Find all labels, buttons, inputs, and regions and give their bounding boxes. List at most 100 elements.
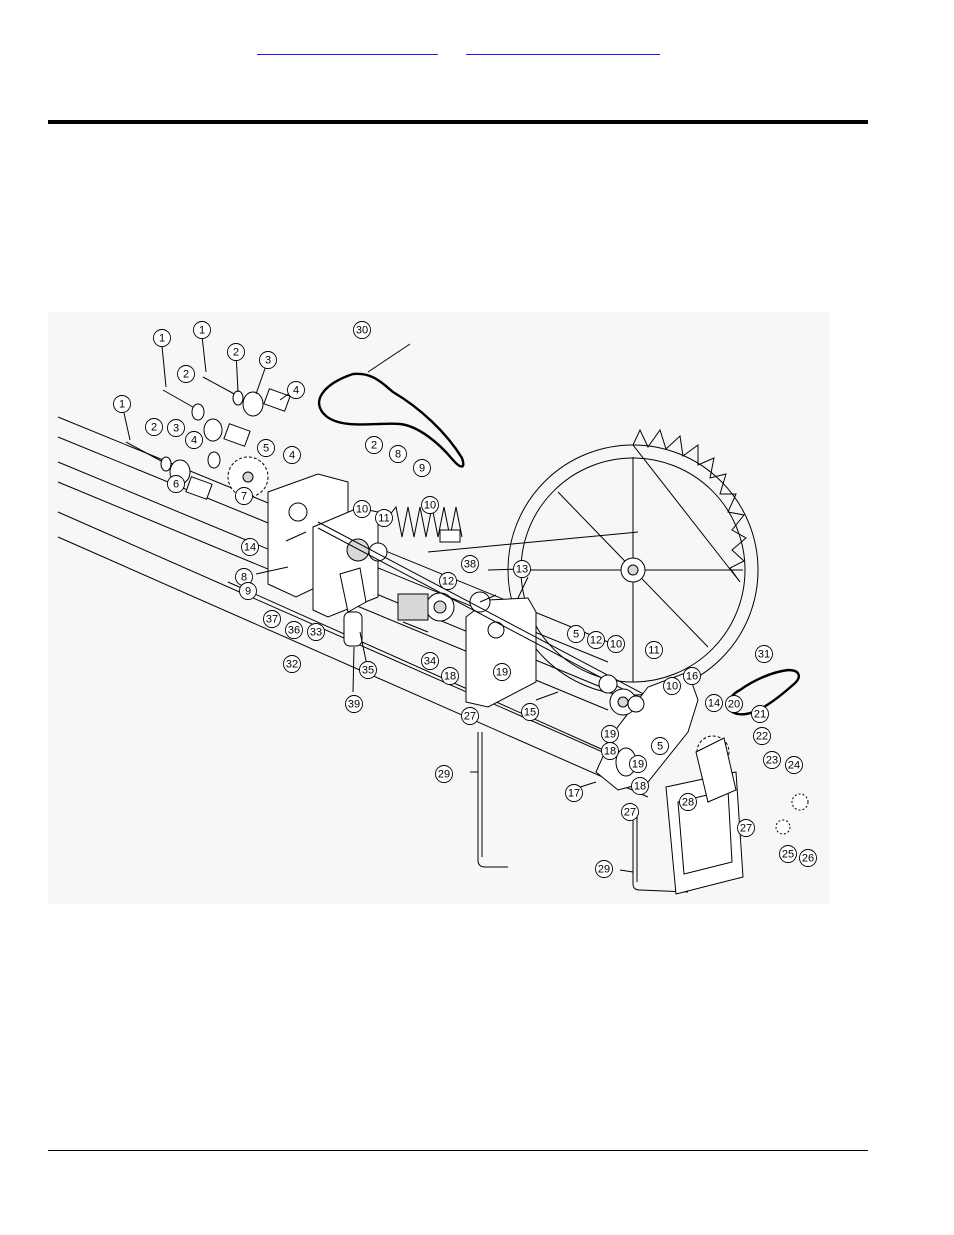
callout-label: 5 [573, 629, 579, 641]
callout-label: 2 [183, 369, 189, 381]
callout-11: 11 [375, 509, 393, 527]
header-link-1[interactable] [257, 40, 438, 55]
callout-37: 37 [263, 610, 281, 628]
callout-label: 10 [356, 504, 368, 516]
callout-28: 28 [679, 793, 697, 811]
callout-label: 29 [598, 864, 610, 876]
callout-34: 34 [421, 652, 439, 670]
callout-label: 1 [159, 333, 165, 345]
callout-29: 29 [595, 860, 613, 878]
callout-38: 38 [461, 555, 479, 573]
callout-label: 5 [263, 443, 269, 455]
callout-4: 4 [185, 431, 203, 449]
callout-label: 27 [464, 711, 476, 723]
callout-4: 4 [283, 446, 301, 464]
callout-label: 17 [568, 788, 580, 800]
callout-label: 30 [356, 325, 368, 337]
callout-2: 2 [365, 436, 383, 454]
callout-1: 1 [153, 329, 171, 347]
left-hardware [125, 376, 291, 500]
callout-label: 14 [244, 542, 256, 554]
callout-39: 39 [345, 695, 363, 713]
callout-label: 10 [666, 681, 678, 693]
star-wheel [507, 428, 759, 696]
callout-label: 4 [293, 385, 299, 397]
callout-20: 20 [725, 695, 743, 713]
callout-label: 35 [362, 665, 374, 677]
callout-label: 3 [173, 423, 179, 435]
footer-rule [48, 1150, 868, 1151]
callout-2: 2 [145, 418, 163, 436]
callout-24: 24 [785, 756, 803, 774]
callout-label: 12 [590, 635, 602, 647]
mount-bracket [665, 737, 744, 895]
callout-29: 29 [435, 765, 453, 783]
callout-label: 18 [444, 671, 456, 683]
center-bearing-plate [425, 591, 537, 708]
callout-14: 14 [241, 538, 259, 556]
callout-6: 6 [167, 475, 185, 493]
callout-10: 10 [421, 496, 439, 514]
callout-label: 12 [442, 576, 454, 588]
callout-11: 11 [645, 641, 663, 659]
callout-label: 3 [265, 355, 271, 367]
drive-chain-30 [318, 372, 465, 468]
callout-label: 5 [657, 741, 663, 753]
callout-15: 15 [521, 703, 539, 721]
callout-label: 16 [686, 671, 698, 683]
callout-label: 33 [310, 627, 322, 639]
callout-10: 10 [607, 635, 625, 653]
callout-label: 15 [524, 707, 536, 719]
callout-16: 16 [683, 667, 701, 685]
callout-label: 9 [245, 586, 251, 598]
callout-label: 11 [648, 645, 659, 657]
callout-1: 1 [193, 321, 211, 339]
callout-label: 23 [766, 755, 778, 767]
callout-19: 19 [493, 663, 511, 681]
callout-31: 31 [755, 645, 773, 663]
callout-label: 2 [233, 347, 239, 359]
callout-9: 9 [239, 582, 257, 600]
callout-label: 4 [289, 450, 295, 462]
callout-label: 27 [740, 823, 752, 835]
callout-label: 32 [286, 659, 298, 671]
callout-label: 1 [199, 325, 205, 337]
callout-label: 28 [682, 797, 694, 809]
header-link-2[interactable] [466, 40, 660, 55]
callout-label: 2 [371, 440, 377, 452]
callout-label: 20 [728, 699, 740, 711]
callout-label: 25 [782, 849, 794, 861]
spring-10 [387, 505, 463, 543]
callout-label: 14 [708, 698, 720, 710]
callout-2: 2 [177, 365, 195, 383]
callout-33: 33 [307, 623, 325, 641]
callout-13: 13 [513, 560, 531, 578]
callout-label: 2 [151, 422, 157, 434]
callout-7: 7 [235, 487, 253, 505]
callout-label: 10 [610, 639, 622, 651]
callout-23: 23 [763, 751, 781, 769]
left-bearing-plate [267, 473, 388, 618]
callout-12: 12 [439, 572, 457, 590]
parts-drawing: 1123421234564730289101011148937363332123… [57, 321, 817, 895]
callout-18: 18 [601, 742, 619, 760]
callout-22: 22 [753, 727, 771, 745]
callout-label: 38 [464, 559, 476, 571]
callout-4: 4 [287, 381, 305, 399]
callout-label: 31 [758, 649, 770, 661]
callout-18: 18 [631, 777, 649, 795]
callout-label: 6 [173, 479, 179, 491]
callout-label: 29 [438, 769, 450, 781]
callout-3: 3 [259, 351, 277, 369]
callout-27: 27 [737, 819, 755, 837]
centre-components [339, 567, 645, 713]
callout-label: 8 [395, 449, 401, 461]
callout-label: 22 [756, 731, 768, 743]
callout-label: 19 [632, 759, 644, 771]
callout-2: 2 [227, 343, 245, 361]
callout-21: 21 [751, 705, 769, 723]
callout-label: 39 [348, 699, 360, 711]
callout-1: 1 [113, 395, 131, 413]
callout-26: 26 [799, 849, 817, 867]
callout-9: 9 [413, 459, 431, 477]
